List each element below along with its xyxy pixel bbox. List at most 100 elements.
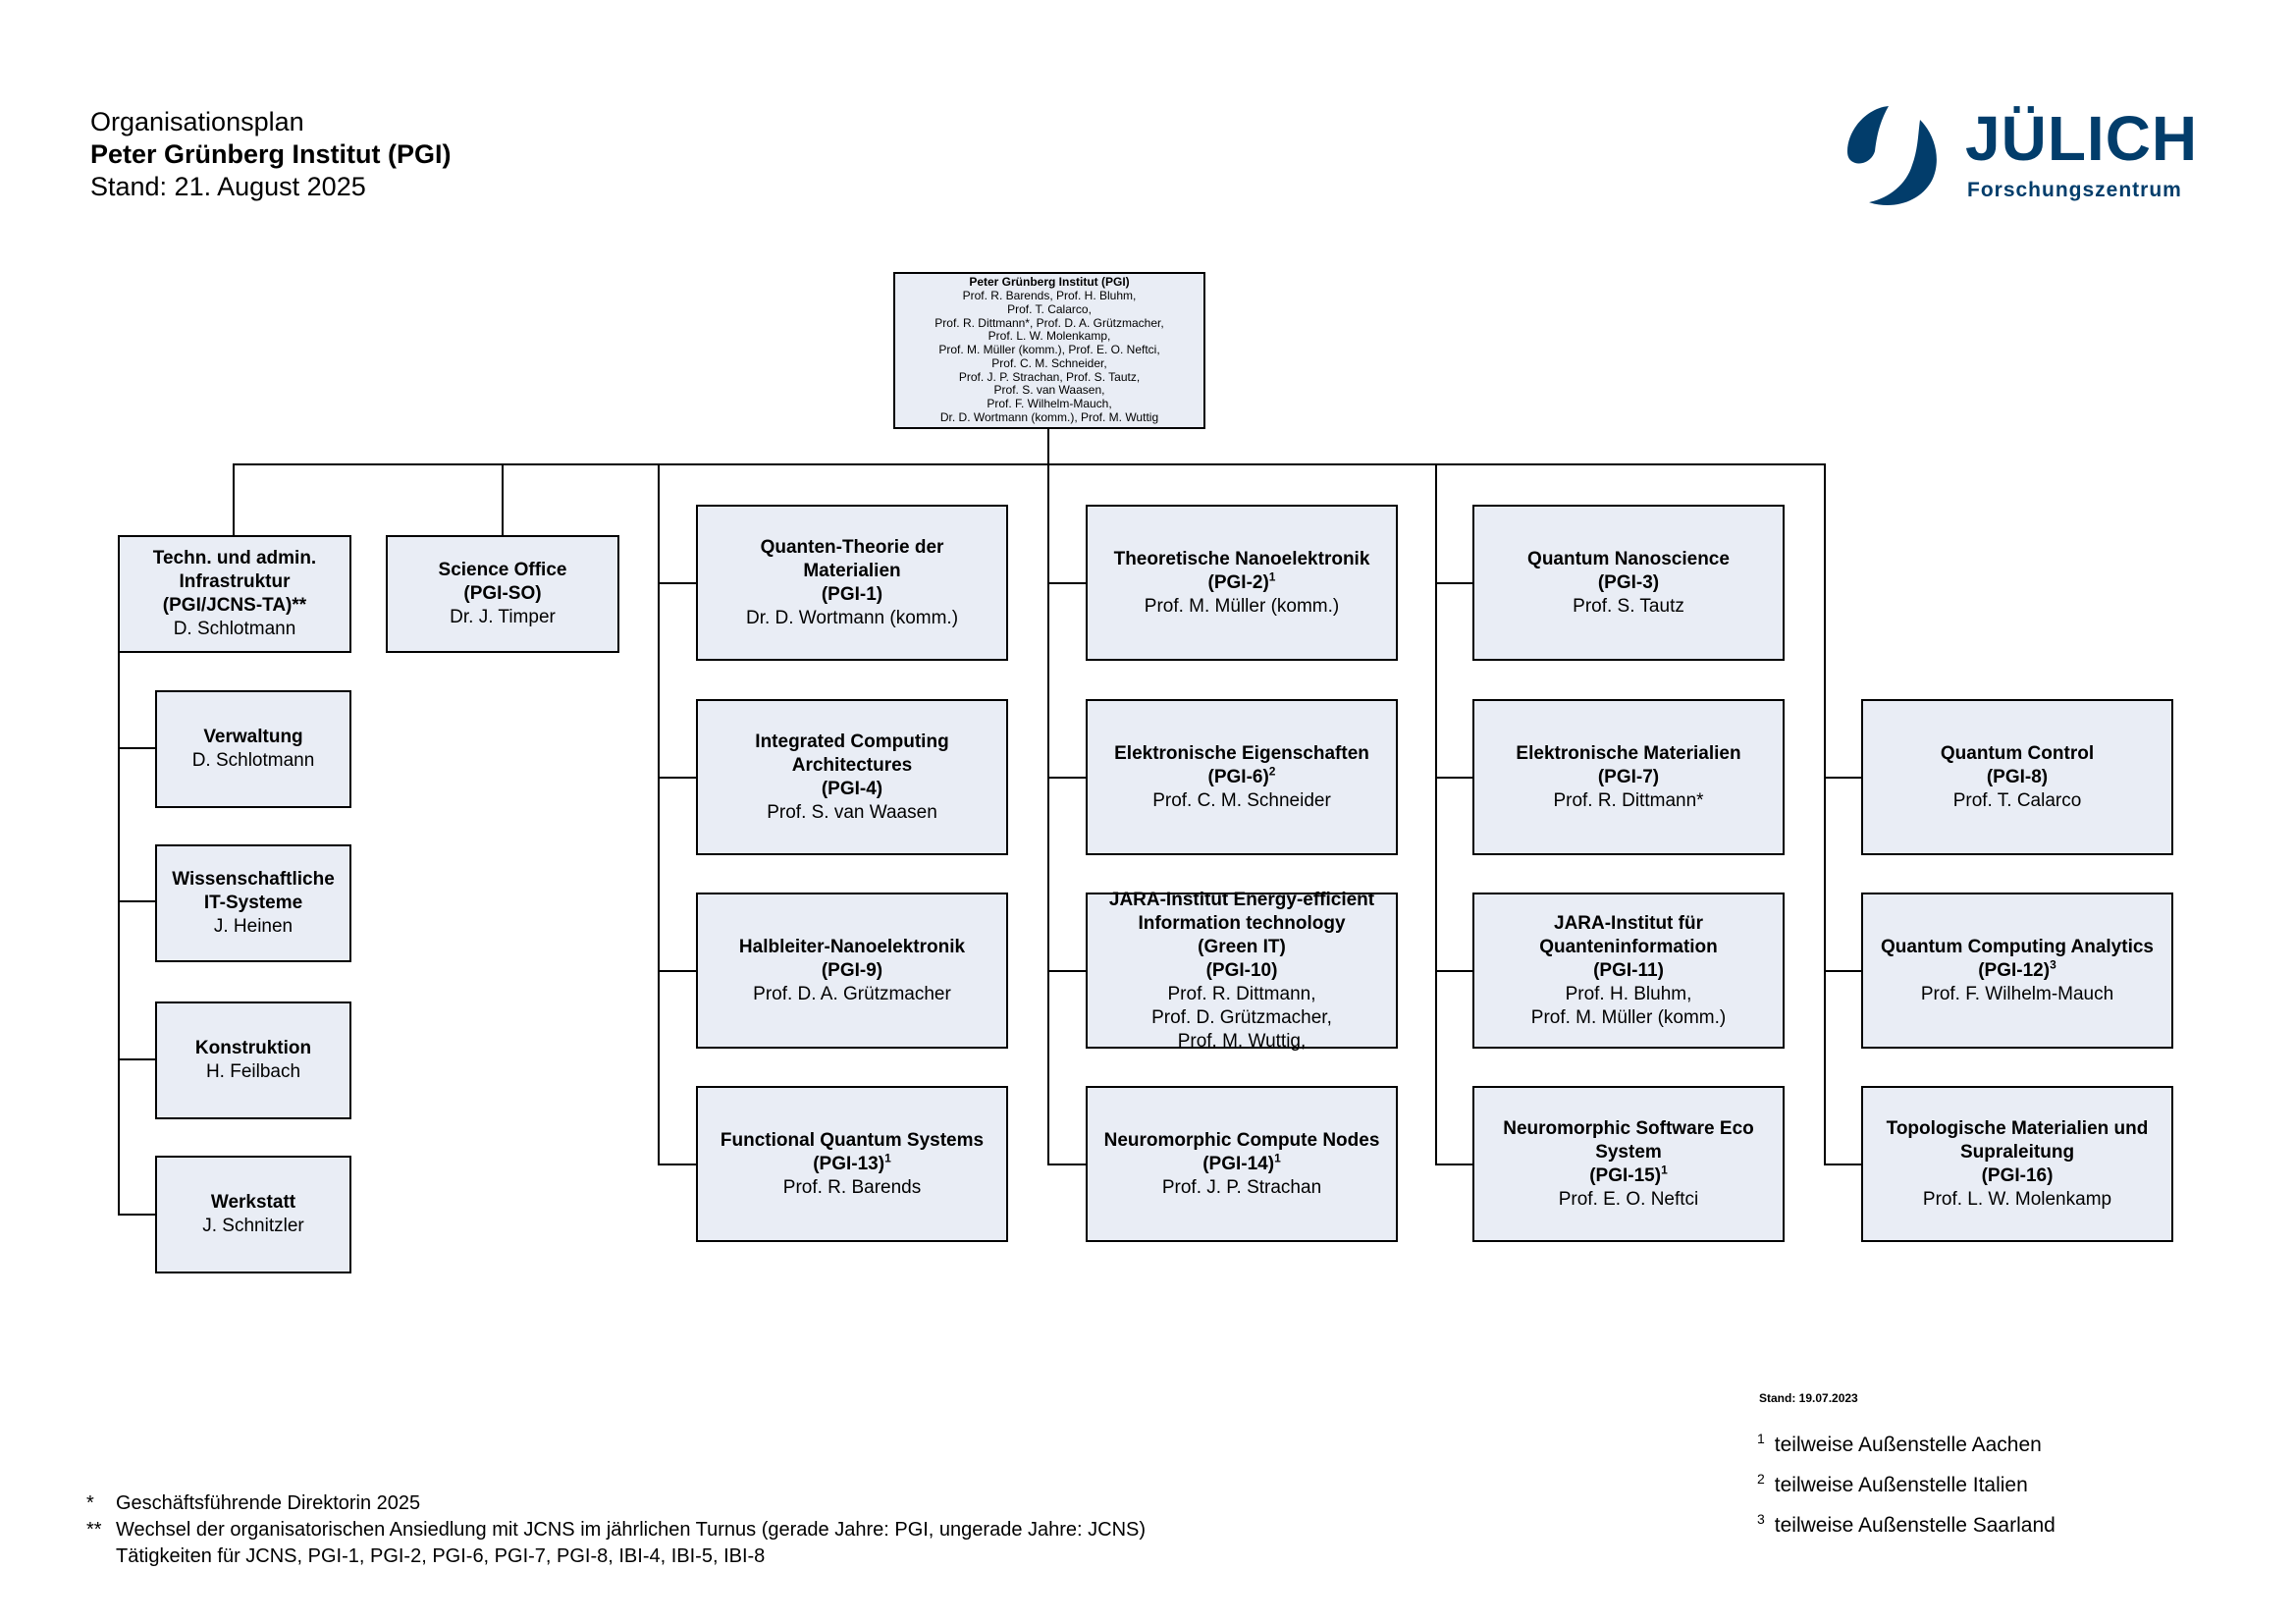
subunit-title: Verwaltung — [203, 727, 303, 747]
subunit-werkstatt-box[interactable]: Werkstatt J. Schnitzler — [155, 1156, 351, 1273]
subunit-it-systeme-box[interactable]: Wissenschaftliche IT-Systeme J. Heinen — [155, 844, 351, 962]
institute-box[interactable]: Quantum Control(PGI-8)Prof. T. Calarco — [1861, 699, 2173, 855]
ta-drop-line — [233, 463, 235, 535]
ta-unit-box[interactable]: Techn. und admin. Infrastruktur (PGI/JCN… — [118, 535, 351, 653]
institute-head: Prof. D. Grützmacher, — [1151, 1006, 1332, 1028]
institute-title: Quantum Control — [1940, 742, 2095, 764]
juelich-logo: JÜLICH Forschungszentrum — [1838, 100, 2211, 210]
col4-branch-line — [1824, 777, 1863, 779]
institute-head: Prof. R. Dittmann, — [1167, 983, 1316, 1004]
unit-code: (PGI-SO) — [463, 583, 542, 604]
footnote-text: Geschäftsführende Direktorin 2025 — [116, 1492, 421, 1514]
page-title: Peter Grünberg Institut (PGI) — [90, 139, 452, 169]
col3-branch-line — [1435, 582, 1474, 584]
institute-head: Prof. M. Wuttig, — [1177, 1030, 1307, 1052]
date-label: Stand: 21. August 2025 — [90, 172, 366, 201]
institute-head: Dr. D. Wortmann (komm.) — [745, 607, 959, 628]
institute-box[interactable]: Elektronische Materialien(PGI-7)Prof. R.… — [1472, 699, 1785, 855]
footnote-marker: 1 — [1274, 1151, 1281, 1165]
institute-box[interactable]: Quantum Nanoscience(PGI-3)Prof. S. Tautz — [1472, 505, 1785, 661]
institute-title: JARA-Institut Energy-efficient — [1108, 889, 1375, 910]
science-office-box[interactable]: Science Office (PGI-SO) Dr. J. Timper — [386, 535, 619, 653]
institute-title: Elektronische Materialien — [1516, 742, 1741, 764]
col2-branch-line — [1047, 1164, 1087, 1165]
institute-title: Topologische Materialien und — [1886, 1117, 2149, 1139]
director-line: Prof. F. Wilhelm-Mauch, — [987, 397, 1112, 411]
subunit-title: Wissenschaftliche — [172, 869, 335, 890]
director-line: Prof. R. Barends, Prof. H. Bluhm, — [962, 288, 1137, 302]
footnote-marker: 1 — [1268, 569, 1276, 584]
subunit-title: IT-Systeme — [203, 893, 303, 913]
legend-mark: 1 — [1757, 1431, 1765, 1446]
footnote-marker: 1 — [884, 1151, 891, 1165]
institute-code: (PGI-9) — [822, 959, 882, 983]
doc-type-label: Organisationsplan — [90, 107, 304, 136]
institute-head: Prof. M. Müller (komm.) — [1144, 595, 1340, 617]
director-line: Prof. J. P. Strachan, Prof. S. Tautz, — [958, 369, 1141, 384]
institute-head: Prof. C. M. Schneider — [1152, 789, 1331, 811]
institute-code-text: (PGI-3) — [1597, 571, 1660, 593]
subunit-verwaltung-box[interactable]: Verwaltung D. Schlotmann — [155, 690, 351, 808]
director-line: Dr. D. Wortmann (komm.), Prof. M. Wuttig — [939, 410, 1159, 425]
so-drop-line — [502, 463, 504, 535]
institute-code: (PGI-12)3 — [1978, 958, 2056, 983]
col1-branch-line — [658, 1164, 697, 1165]
institute-code-text: (PGI-1) — [821, 583, 883, 605]
institute-code: (PGI-14)1 — [1202, 1151, 1281, 1176]
institute-code: (PGI-16) — [1982, 1164, 2054, 1188]
col2-branch-line — [1047, 582, 1087, 584]
pgi-director-box[interactable]: Peter Grünberg Institut (PGI) Prof. R. B… — [893, 272, 1205, 429]
footnote-text: Wechsel der organisatorischen Ansiedlung… — [116, 1519, 1147, 1541]
col4-spine-line — [1824, 463, 1826, 1164]
subunit-title: Konstruktion — [194, 1038, 312, 1058]
institute-title: Quantum Nanoscience — [1527, 548, 1730, 569]
subunit-head: J. Heinen — [213, 916, 294, 937]
institute-code: (PGI-10) — [1206, 959, 1278, 983]
ta-spine-line — [118, 652, 120, 1216]
institute-head: Prof. T. Calarco — [1952, 789, 2082, 811]
institute-head: Prof. D. A. Grützmacher — [753, 983, 951, 1004]
logo-subtitle: Forschungszentrum — [1967, 179, 2182, 201]
institute-code: (PGI-15)1 — [1589, 1164, 1668, 1188]
col2-spine-line — [1047, 463, 1049, 1164]
institute-head: Prof. J. P. Strachan — [1161, 1176, 1322, 1198]
subunit-konstruktion-box[interactable]: Konstruktion H. Feilbach — [155, 1001, 351, 1119]
subunit-head: D. Schlotmann — [191, 750, 315, 771]
unit-code: (PGI/JCNS-TA)** — [162, 595, 307, 616]
institute-title: Quanteninformation — [1539, 936, 1718, 957]
institute-code-text: (PGI-7) — [1597, 766, 1660, 787]
institute-title: Halbleiter-Nanoelektronik — [738, 936, 966, 957]
institute-code: (PGI-11) — [1593, 959, 1664, 983]
ta-branch-line — [118, 900, 155, 902]
institute-code-text: (PGI-8) — [1986, 766, 2049, 787]
logo-wordmark: JÜLICH — [1965, 103, 2199, 174]
unit-title: Science Office — [438, 560, 567, 580]
institute-title: Integrated Computing — [755, 731, 949, 752]
col1-branch-line — [658, 582, 697, 584]
subunit-head: H. Feilbach — [205, 1061, 301, 1082]
legend-text: teilweise Außenstelle Italien — [1774, 1474, 2028, 1496]
institute-box[interactable]: Halbleiter-Nanoelektronik(PGI-9)Prof. D.… — [696, 893, 1008, 1049]
institute-code: (PGI-8) — [1987, 766, 2048, 789]
pgi-title: Peter Grünberg Institut (PGI) — [969, 275, 1130, 290]
trunk-line — [1047, 428, 1049, 465]
institute-code-text: (PGI-9) — [821, 959, 883, 981]
institute-title: Neuromorphic Compute Nodes — [1103, 1129, 1380, 1151]
institute-code-text: (PGI-14) — [1202, 1153, 1275, 1174]
institute-code-text: (PGI-4) — [821, 778, 883, 799]
unit-title: Infrastruktur — [179, 571, 291, 592]
